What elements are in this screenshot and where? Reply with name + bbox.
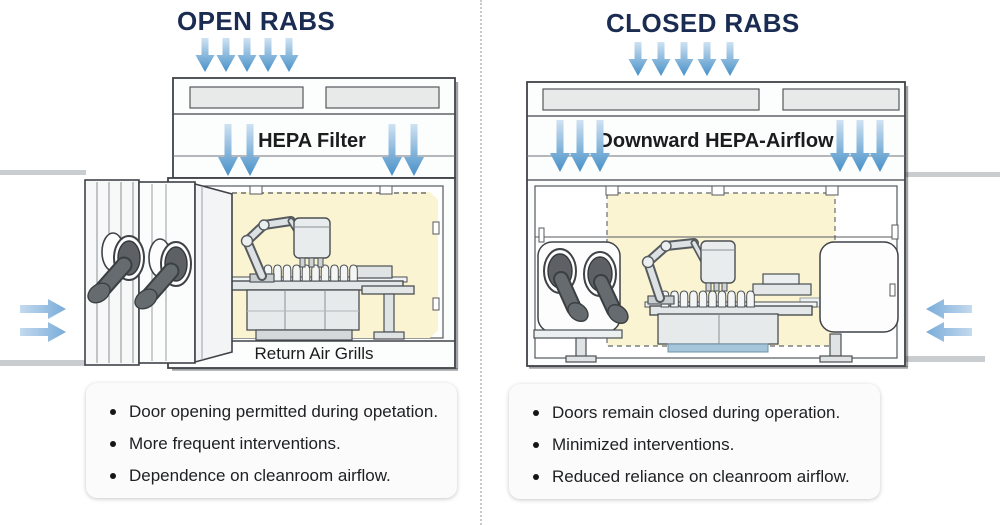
- bullet-text: More frequent interventions.: [129, 434, 341, 453]
- bullet-item: Dependence on cleanroom airflow.: [106, 460, 443, 492]
- right-arrow-icon: [20, 299, 66, 319]
- glove-mitt: [134, 288, 158, 310]
- glove-panel: [533, 241, 629, 363]
- down-arrow-icon: [697, 42, 717, 76]
- bullet-item: Minimized interventions.: [529, 429, 866, 461]
- glove-port: [134, 238, 192, 310]
- down-arrow-icon: [674, 42, 694, 76]
- bullet-item: Reduced reliance on cleanroom airflow.: [529, 461, 866, 493]
- ceiling-tab: [711, 185, 725, 196]
- bullet-item: Door opening permitted during opetation.: [106, 396, 443, 428]
- right-arrow-icon: [20, 322, 66, 342]
- closed-rabs-bullet-list: Doors remain closed during operation. Mi…: [529, 397, 866, 493]
- closed-rabs-bullet-card: Doors remain closed during operation. Mi…: [509, 384, 880, 499]
- down-arrow-icon: [216, 38, 236, 72]
- down-arrow-icon: [258, 38, 278, 72]
- open-door-panel: [194, 182, 233, 364]
- cleanroom-inflow-arrows: [926, 299, 972, 342]
- vent-grille: [782, 88, 900, 111]
- wall-clamp: [432, 221, 440, 235]
- wall-clamp: [432, 297, 440, 311]
- side-table-leg: [383, 293, 395, 333]
- glove-port: [87, 232, 145, 304]
- filling-machine: [700, 240, 736, 292]
- closed-rabs-title: CLOSED RABS: [597, 7, 809, 40]
- ceiling-tab: [825, 185, 839, 196]
- closed-rabs-diagram: Downward HEPA-Airflow: [526, 42, 1000, 369]
- outfeed-unit: [762, 273, 800, 285]
- glove-shelf: [533, 329, 623, 339]
- shelf-foot: [565, 355, 597, 363]
- glove-port: [583, 251, 629, 324]
- table-leg: [829, 333, 842, 357]
- bullet-dot: [110, 441, 116, 447]
- return-air-grills-label: Return Air Grills: [254, 344, 373, 363]
- hepa-filter-label: HEPA Filter: [258, 130, 366, 152]
- outfeed-unit: [351, 265, 393, 279]
- floor-line: [0, 360, 86, 366]
- down-arrow-icon: [651, 42, 671, 76]
- vent-grille: [542, 88, 760, 111]
- closed-rabs-enclosure: Downward HEPA-Airflow: [526, 81, 906, 367]
- filling-line-table: [220, 265, 415, 341]
- vent-grille: [325, 86, 440, 109]
- glove-mitt: [87, 282, 111, 304]
- bullet-text: Reduced reliance on cleanroom airflow.: [552, 467, 850, 486]
- floor-line: [905, 356, 985, 362]
- glove-port: [543, 248, 589, 322]
- downward-hepa-airflow-label: Downward HEPA-Airflow: [598, 130, 834, 152]
- open-rabs-downflow-arrows: [195, 38, 299, 72]
- open-rabs-diagram: HEPA Filter: [0, 38, 459, 371]
- open-rabs-bullet-card: Door opening permitted during opetation.…: [86, 383, 457, 498]
- outfeed-unit: [752, 283, 812, 296]
- wall-line: [905, 172, 1000, 177]
- bullet-item: More frequent interventions.: [106, 428, 443, 460]
- bullet-dot: [533, 410, 539, 416]
- open-rabs-title: OPEN RABS: [168, 5, 345, 38]
- shelf-leg: [575, 337, 587, 358]
- bullet-dot: [110, 409, 116, 415]
- down-arrow-icon: [628, 42, 648, 76]
- closed-rabs-downflow-arrows: [628, 42, 740, 76]
- cleanroom-inflow-arrows: [20, 299, 66, 342]
- ceiling-tab: [379, 185, 393, 195]
- hepa-filter-unit: HEPA Filter: [172, 77, 456, 179]
- filling-machine: [293, 217, 331, 268]
- left-arrow-icon: [926, 322, 972, 342]
- wall-clamp: [538, 227, 545, 243]
- glove-mitt: [567, 302, 589, 322]
- bullet-text: Doors remain closed during operation.: [552, 403, 841, 422]
- ceiling-tab: [605, 185, 619, 196]
- open-rabs-bullet-list: Door opening permitted during opetation.…: [106, 396, 443, 492]
- glove-mitt: [607, 304, 629, 324]
- bullet-dot: [533, 442, 539, 448]
- vent-grille: [189, 86, 304, 109]
- down-arrow-icon: [279, 38, 299, 72]
- open-door-assembly: [84, 179, 233, 366]
- side-table-foot: [373, 331, 405, 340]
- panel-divider: [480, 0, 482, 525]
- wall-clamp: [891, 224, 899, 240]
- ceiling-tab: [249, 185, 263, 195]
- bullet-dot: [110, 473, 116, 479]
- robot-arm: [641, 238, 712, 305]
- left-arrow-icon: [926, 299, 972, 319]
- down-arrow-icon: [195, 38, 215, 72]
- wall-line: [0, 170, 86, 175]
- bullet-text: Dependence on cleanroom airflow.: [129, 466, 391, 485]
- table-base-blue: [667, 343, 769, 353]
- down-arrow-icon: [237, 38, 257, 72]
- bullet-item: Doors remain closed during operation.: [529, 397, 866, 429]
- down-arrow-icon: [720, 42, 740, 76]
- bullet-dot: [533, 474, 539, 480]
- side-table-top: [361, 285, 415, 295]
- panel-handle: [889, 283, 896, 297]
- bullet-text: Minimized interventions.: [552, 435, 735, 454]
- table-foot: [819, 355, 853, 363]
- bullet-text: Door opening permitted during opetation.: [129, 402, 439, 421]
- right-side-panel: [819, 241, 899, 333]
